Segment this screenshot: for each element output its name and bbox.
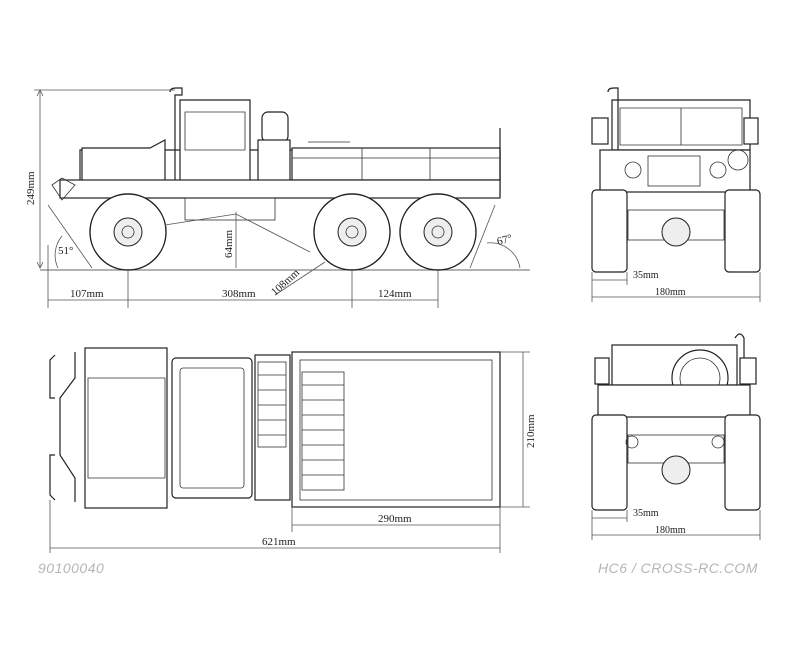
- departure-angle-label: 67°: [496, 232, 514, 248]
- height-label: 249mm: [25, 171, 37, 205]
- front-overhang-label: 107mm: [70, 288, 104, 300]
- rear-axle-spacing-label: 124mm: [378, 288, 412, 300]
- ground-clearance-label: 64mm: [223, 229, 235, 258]
- total-length-label: 621mm: [262, 536, 296, 548]
- bed-width-label: 210mm: [525, 414, 537, 448]
- spare-tire-top: [257, 361, 287, 448]
- part-number: 90100040: [38, 560, 104, 576]
- wheelbase-label: 308mm: [222, 288, 256, 300]
- front-wheel: [89, 193, 167, 271]
- front-view: 35mm 180mm: [591, 87, 761, 302]
- rear-track-width-label: 180mm: [655, 525, 686, 536]
- front-track-width-label: 180mm: [655, 287, 686, 298]
- rear-wheel: [399, 193, 477, 271]
- brand-label: HC6 / CROSS-RC.COM: [598, 560, 758, 576]
- rear-view: 35mm 180mm: [591, 333, 761, 540]
- side-view: 249mm 51° 67° 64mm 108mm 107mm 308mm 124…: [25, 87, 530, 308]
- wheel-diameter-label: 108mm: [269, 267, 302, 299]
- middle-wheel: [313, 193, 391, 271]
- rear-wheel-width-label: 35mm: [633, 508, 659, 519]
- bed-slats: [301, 371, 345, 491]
- bed-length-label: 290mm: [378, 513, 412, 525]
- front-wheel-width-label: 35mm: [633, 270, 659, 281]
- approach-angle-label: 51°: [58, 245, 73, 257]
- top-view: 210mm 290mm 621mm: [49, 347, 537, 553]
